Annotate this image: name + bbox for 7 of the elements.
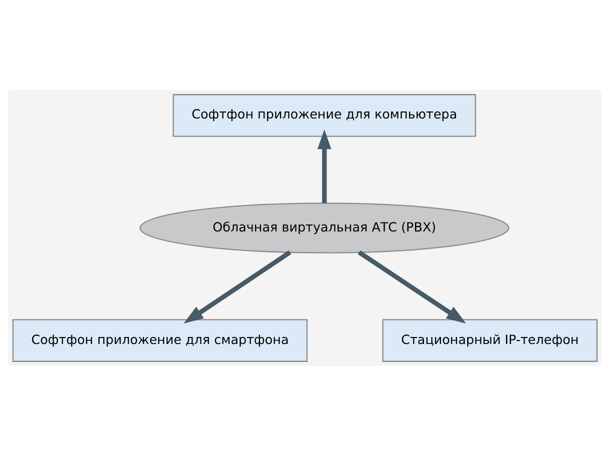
node-ellipse: Облачная виртуальная АТС (PBX) bbox=[140, 202, 510, 254]
node-box: Стационарный IP-телефон bbox=[382, 319, 598, 362]
arrow bbox=[317, 129, 332, 204]
node-box: Софтфон приложение для смартфона bbox=[12, 319, 308, 362]
arrow bbox=[358, 250, 466, 324]
arrow bbox=[184, 250, 292, 324]
node-box: Софтфон приложение для компьютера bbox=[172, 94, 476, 137]
